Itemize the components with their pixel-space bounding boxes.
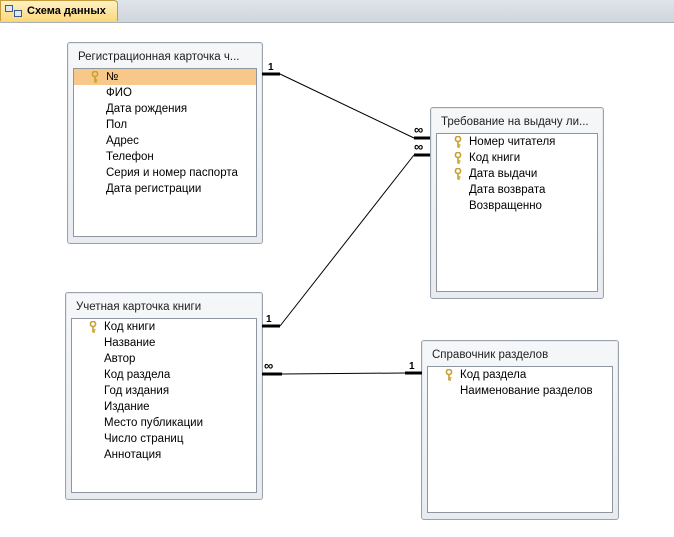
relationship-one-label: 1 xyxy=(409,361,415,372)
field-row[interactable]: Наименование разделов xyxy=(428,383,612,399)
field-row[interactable]: Аннотация xyxy=(72,447,256,463)
field-row[interactable]: Число страниц xyxy=(72,431,256,447)
field-name: Дата регистрации xyxy=(106,183,202,195)
field-name: Возвращенно xyxy=(469,200,542,212)
field-name: Место публикации xyxy=(104,417,204,429)
field-name: Телефон xyxy=(106,151,154,163)
field-row[interactable]: ФИО xyxy=(74,85,256,101)
table-title[interactable]: Регистрационная карточка ч... xyxy=(78,51,240,63)
field-name: Дата возврата xyxy=(469,184,546,196)
field-name: Название xyxy=(104,337,156,349)
field-row[interactable]: Место публикации xyxy=(72,415,256,431)
relationship-many-label: ∞ xyxy=(264,358,274,373)
primary-key-icon xyxy=(454,168,462,180)
field-name: Дата выдачи xyxy=(469,168,538,180)
field-row[interactable]: Год издания xyxy=(72,383,256,399)
document-tab-bar: Схема данных xyxy=(0,0,674,23)
field-row[interactable]: № xyxy=(74,69,256,85)
table-title[interactable]: Учетная карточка книги xyxy=(76,301,202,313)
field-name: Код книги xyxy=(104,321,156,333)
field-row[interactable]: Автор xyxy=(72,351,256,367)
field-name: ФИО xyxy=(106,87,132,99)
field-row[interactable]: Код книги xyxy=(72,319,256,335)
tab-data-schema[interactable]: Схема данных xyxy=(0,0,118,21)
field-row[interactable]: Дата регистрации xyxy=(74,181,256,197)
field-row[interactable]: Пол xyxy=(74,117,256,133)
field-name: Номер читателя xyxy=(469,136,556,148)
field-row[interactable]: Дата возврата xyxy=(437,182,597,198)
primary-key-icon xyxy=(445,369,453,381)
field-name: Наименование разделов xyxy=(460,385,593,397)
field-name: Адрес xyxy=(106,135,139,147)
field-row[interactable]: Номер читателя xyxy=(437,134,597,150)
table-title[interactable]: Требование на выдачу ли... xyxy=(441,116,589,128)
field-row[interactable]: Название xyxy=(72,335,256,351)
field-name: Автор xyxy=(104,353,136,365)
field-row[interactable]: Телефон xyxy=(74,149,256,165)
table-issue-request[interactable]: Требование на выдачу ли... Номер читател… xyxy=(430,107,604,299)
field-row[interactable]: Адрес xyxy=(74,133,256,149)
field-name: Пол xyxy=(106,119,128,131)
primary-key-icon xyxy=(454,152,462,164)
field-row[interactable]: Код раздела xyxy=(72,367,256,383)
table-registration-card[interactable]: Регистрационная карточка ч... № ФИО Дата р… xyxy=(67,42,263,244)
field-name: Год издания xyxy=(104,385,170,397)
field-row[interactable]: Дата выдачи xyxy=(437,166,597,182)
field-row[interactable]: Возвращенно xyxy=(437,198,597,214)
relationship-many-label: ∞ xyxy=(414,122,424,137)
field-name: Код раздела xyxy=(460,369,527,381)
primary-key-icon xyxy=(454,136,462,148)
relationship-one-label: 1 xyxy=(266,314,272,325)
relationships-icon xyxy=(5,4,23,18)
field-name: Аннотация xyxy=(104,449,162,461)
field-row[interactable]: Серия и номер паспорта xyxy=(74,165,256,181)
field-name: Код раздела xyxy=(104,369,171,381)
field-name: Издание xyxy=(104,401,150,413)
field-name: Число страниц xyxy=(104,433,184,445)
field-row[interactable]: Дата рождения xyxy=(74,101,256,117)
primary-key-icon xyxy=(89,321,97,333)
relationship-one-label: 1 xyxy=(268,62,274,73)
primary-key-icon xyxy=(91,71,99,83)
field-row[interactable]: Издание xyxy=(72,399,256,415)
relationship-many-label: ∞ xyxy=(414,139,424,154)
field-row[interactable]: Код раздела xyxy=(428,367,612,383)
field-name: Дата рождения xyxy=(106,103,188,115)
field-row[interactable]: Код книги xyxy=(437,150,597,166)
table-title[interactable]: Справочник разделов xyxy=(432,349,549,361)
field-name: № xyxy=(106,71,119,83)
tab-label: Схема данных xyxy=(27,5,106,17)
field-name: Серия и номер паспорта xyxy=(106,167,238,179)
field-name: Код книги xyxy=(469,152,521,164)
